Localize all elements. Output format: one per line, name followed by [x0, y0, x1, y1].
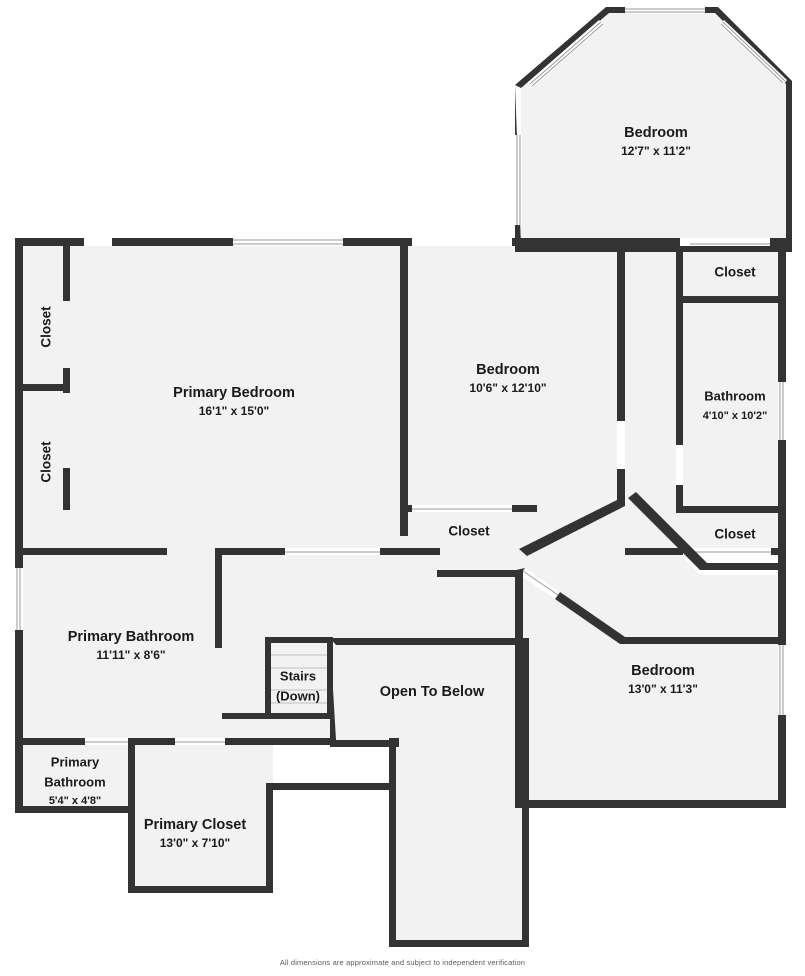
label-closet-lower-left: Closet: [39, 441, 54, 483]
window-bedroom-top-nw-diagonal: [528, 20, 604, 87]
label-bedroom-top-name: Bedroom: [624, 125, 688, 141]
wall-bedroom-br-west: [515, 570, 523, 808]
stair-treads: [271, 654, 327, 704]
window-bedroom-top-ne-diagonal: [720, 20, 787, 85]
label-stairs-line-2: (Down): [276, 688, 320, 703]
wall-bathroom-west: [676, 303, 683, 445]
wall-center-closet-north: [400, 505, 412, 512]
door-right-closet-upper: [690, 238, 770, 246]
label-primary-bedroom-dim: 16'1" x 15'0": [199, 404, 269, 418]
wall-right-closet-upper-south: [676, 296, 786, 303]
wall-stairs-west: [265, 637, 271, 719]
wall-center-diagonal: [519, 500, 625, 556]
wall-primary-bedroom-south: [22, 548, 167, 555]
label-primary-closet-dim: 13'0" x 7'10": [160, 836, 230, 850]
label-primary-bathroom-name: Primary Bathroom: [68, 629, 195, 645]
wall-hallway-south: [389, 738, 399, 747]
wall-main-north: [15, 238, 786, 246]
label-primary-bath-small-name-1: Primary: [51, 754, 100, 769]
window-primary-bedroom-north: [233, 238, 343, 246]
wall-primary-closet-east-top: [266, 783, 396, 790]
wall-hallway-stub: [215, 548, 222, 648]
label-closet-center: Closet: [448, 524, 490, 539]
window-bedroom-br-east: [778, 645, 786, 715]
label-primary-bathroom-dim: 11'11" x 8'6": [96, 648, 165, 662]
fill-stairs: [268, 640, 330, 718]
wall-bedroom-br-north: [620, 637, 786, 644]
wall-stairs-south: [222, 713, 333, 719]
label-bathroom-dim: 4'10" x 10'2": [703, 410, 768, 422]
wall-bathroom-south: [676, 506, 786, 513]
label-primary-bedroom-name: Primary Bedroom: [173, 385, 295, 401]
wall-center-bedroom-west: [400, 246, 408, 536]
fill-primary-bath-small: [15, 740, 135, 810]
wall-center-bedroom-east: [617, 246, 625, 421]
label-stairs-line-1: Stairs: [280, 668, 316, 683]
opening-north-wall-b: [412, 238, 512, 246]
wall-right-closet-lower-south: [625, 548, 683, 555]
wall-bathroom-west-b: [676, 485, 683, 513]
wall-primary-closet-east: [266, 790, 273, 893]
fill-hallway-diagonal: [435, 500, 786, 745]
fill-primary-bedroom: [22, 245, 408, 555]
wall-primary-bath-south: [15, 738, 85, 745]
room-label-layer: Bedroom 12'7" x 11'2" Primary Bedroom 16…: [39, 125, 768, 850]
label-closet-right-upper: Closet: [714, 265, 756, 280]
wall-closet-column-left-c: [63, 468, 70, 510]
fill-bedroom-center: [400, 245, 625, 555]
window-bathroom-east: [778, 382, 786, 440]
label-bathroom-name: Bathroom: [704, 388, 765, 403]
wall-layer: [15, 7, 792, 947]
wall-center-closet-north-b: [512, 505, 537, 512]
wall-primary-closet-north: [225, 738, 336, 745]
door-center-bedroom-east: [617, 421, 625, 469]
window-primary-bathroom-west: [15, 568, 23, 630]
label-bedroom-bottom-right-name: Bedroom: [631, 663, 695, 679]
label-primary-bath-small-name-2: Bathroom: [44, 774, 105, 789]
wall-right-closet-lower-south-b: [771, 548, 786, 555]
wall-west-exterior-upper: [15, 238, 23, 555]
wall-center-closet-south: [400, 548, 440, 555]
wall-west-exterior-lower: [15, 555, 23, 813]
label-bedroom-center-name: Bedroom: [476, 362, 540, 378]
wall-right-column-west: [676, 246, 683, 301]
label-bedroom-bottom-right-dim: 13'0" x 11'3": [628, 682, 698, 696]
wall-hallway-south-segment: [437, 570, 517, 577]
wall-east-exterior: [778, 238, 786, 808]
fill-bedroom-top: [521, 13, 786, 245]
wall-closet-divider: [22, 384, 70, 391]
fill-open-to-below: [336, 645, 522, 940]
wall-primary-bath-south-b: [130, 738, 175, 745]
wall-hallway-north-a: [215, 548, 285, 555]
label-closet-upper-left: Closet: [39, 306, 54, 348]
disclaimer-note: All dimensions are approximate and subje…: [279, 958, 526, 967]
wall-hallway-east-connector: [700, 563, 786, 570]
wall-bedroom-br-south: [522, 800, 786, 808]
wall-stairs-north: [265, 637, 333, 643]
wall-closet-column-left: [63, 246, 70, 301]
wall-primary-closet-south: [128, 886, 273, 893]
label-primary-closet-name: Primary Closet: [144, 817, 247, 833]
wall-primary-closet-west: [128, 745, 135, 893]
wall-hallway-diagonal-upper: [628, 492, 707, 570]
wall-primary-bath-small-south: [15, 806, 135, 813]
door-bathroom: [676, 445, 683, 485]
label-bedroom-center-dim: 10'6" x 12'10": [469, 381, 546, 395]
wall-hallway-diagonal-lower: [555, 592, 625, 644]
label-closet-right-lower: Closet: [714, 527, 756, 542]
fill-bedroom-bottom-right: [522, 640, 786, 800]
window-bedroom-top-north: [625, 7, 705, 14]
opening-north-wall-a: [84, 238, 112, 246]
label-primary-bath-small-dim: 5'4" x 4'8": [49, 795, 101, 807]
label-open-to-below: Open To Below: [380, 684, 485, 700]
fill-primary-closet: [128, 745, 273, 890]
window-bedroom-top-west: [515, 135, 522, 225]
wall-center-bedroom-east-b: [617, 469, 625, 506]
label-bedroom-top-dim: 12'7" x 11'2": [621, 144, 691, 158]
wall-closet-column-left-b: [63, 368, 70, 393]
